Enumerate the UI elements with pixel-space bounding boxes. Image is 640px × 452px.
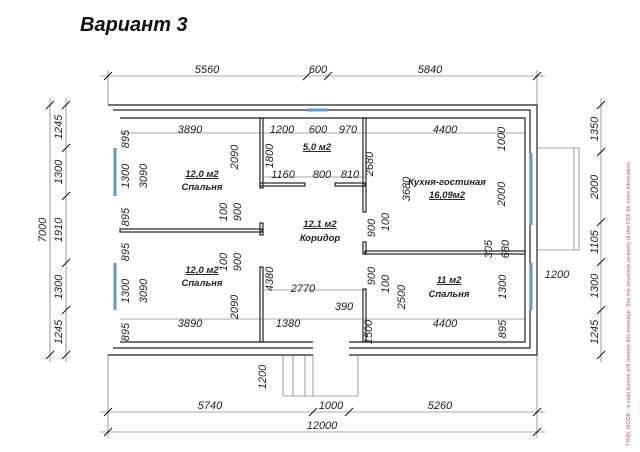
windows xyxy=(113,108,533,310)
terrace xyxy=(537,147,580,251)
dim-right-3: 1105 xyxy=(589,229,601,254)
dim-interior: 1300 xyxy=(120,163,132,188)
dim-interior: 895 xyxy=(497,319,509,338)
outer-walls xyxy=(108,104,538,356)
interior-dimensions: 3890 895 1300 895 3090 2090 1200 600 970 18001160… xyxy=(120,124,570,389)
dim-left-4: 1300 xyxy=(53,274,65,299)
dim-bottom-1: 5740 xyxy=(198,400,223,412)
dim-interior: 1200 xyxy=(257,364,269,389)
dim-interior: 1380 xyxy=(276,318,301,330)
dim-left-1: 1245 xyxy=(53,114,65,139)
plan-title: Вариант 3 xyxy=(80,14,188,36)
dim-interior: 600 xyxy=(309,124,328,136)
dim-interior: 680 xyxy=(500,239,512,258)
partitions xyxy=(119,117,526,343)
dim-interior: 1160 xyxy=(271,169,296,181)
dim-top-1: 5560 xyxy=(195,64,220,76)
dim-interior: 4380 xyxy=(264,266,276,291)
dim-right-4: 1300 xyxy=(589,273,601,298)
dim-interior: 1000 xyxy=(496,126,508,151)
room-name-bedroom-2: Спальня xyxy=(182,278,223,289)
dim-interior: 3090 xyxy=(138,278,150,303)
room-name-kitchen: Кухня-гостиная xyxy=(408,177,486,188)
dim-interior: 900 xyxy=(232,252,244,271)
dim-interior: 100 xyxy=(380,274,392,293)
room-name-corridor: Коридор xyxy=(300,233,341,244)
dim-interior: 2500 xyxy=(396,284,408,310)
trial-watermark: TRIAL MODE - a valid license will remove… xyxy=(626,160,632,446)
dim-interior: 970 xyxy=(339,124,358,136)
dim-interior: 800 xyxy=(313,169,332,181)
room-area-bedroom-3: 11 м2 xyxy=(437,275,463,286)
dim-left-2: 1300 xyxy=(53,159,65,184)
dim-interior: 4400 xyxy=(433,124,458,136)
dim-interior: 3680 xyxy=(401,176,413,201)
dim-right-2: 2000 xyxy=(589,174,601,200)
dim-interior: 895 xyxy=(120,207,132,226)
dim-interior: 1800 xyxy=(264,143,276,168)
dim-interior: 2770 xyxy=(290,283,316,295)
dim-interior: 1200 xyxy=(270,124,295,136)
dim-interior: 100 xyxy=(218,202,230,221)
room-area-kitchen: 16,09м2 xyxy=(429,190,466,201)
dim-overall-height: 7000 xyxy=(37,217,49,242)
dim-left-5: 1245 xyxy=(53,319,65,344)
dim-top-2: 600 xyxy=(309,64,328,76)
dim-bottom-3: 5260 xyxy=(428,400,453,412)
room-name-bedroom-1: Спальня xyxy=(182,182,223,193)
entrance-porch xyxy=(282,355,359,397)
dim-interior: 810 xyxy=(341,169,360,181)
dim-interior: 3890 xyxy=(178,318,203,330)
dim-interior: 100 xyxy=(380,212,392,231)
dim-interior: 900 xyxy=(366,266,378,285)
dim-interior: 4400 xyxy=(433,318,458,330)
dim-interior: 390 xyxy=(335,301,354,313)
room-area-bedroom-2: 12,0 м2 xyxy=(185,265,219,276)
dim-interior: 2680 xyxy=(364,151,376,177)
dim-left-3: 1910 xyxy=(53,217,65,242)
dim-interior: 1300 xyxy=(497,274,509,299)
dim-interior: 1200 xyxy=(545,269,570,281)
dim-interior: 3090 xyxy=(138,163,150,188)
dim-interior: 900 xyxy=(232,202,244,221)
dim-interior: 1300 xyxy=(120,278,132,303)
dim-interior: 100 xyxy=(218,252,230,271)
dim-top-3: 5840 xyxy=(418,64,443,76)
dim-interior: 2090 xyxy=(229,294,241,320)
dim-interior: 1500 xyxy=(363,319,375,344)
dim-interior: 895 xyxy=(120,129,132,148)
room-area-corridor: 12,1 м2 xyxy=(303,219,337,230)
dim-right-1: 1350 xyxy=(589,116,601,141)
room-area-bedroom-1: 12,0 м2 xyxy=(185,169,219,180)
dim-interior: 305 xyxy=(483,239,495,258)
dim-right-5: 1245 xyxy=(589,319,601,344)
dim-interior: 2000 xyxy=(496,181,508,207)
dim-interior: 3890 xyxy=(178,124,203,136)
dim-overall-width: 12000 xyxy=(307,420,338,432)
dim-interior: 900 xyxy=(366,218,378,237)
dim-interior: 895 xyxy=(120,242,132,261)
dim-bottom-2: 1000 xyxy=(319,400,344,412)
dim-interior: 895 xyxy=(120,322,132,341)
dim-interior: 2090 xyxy=(229,144,241,170)
dimension-lines xyxy=(45,70,606,438)
room-area-bathroom: 5,0 м2 xyxy=(303,142,332,153)
room-name-bedroom-3: Спальня xyxy=(429,289,470,300)
